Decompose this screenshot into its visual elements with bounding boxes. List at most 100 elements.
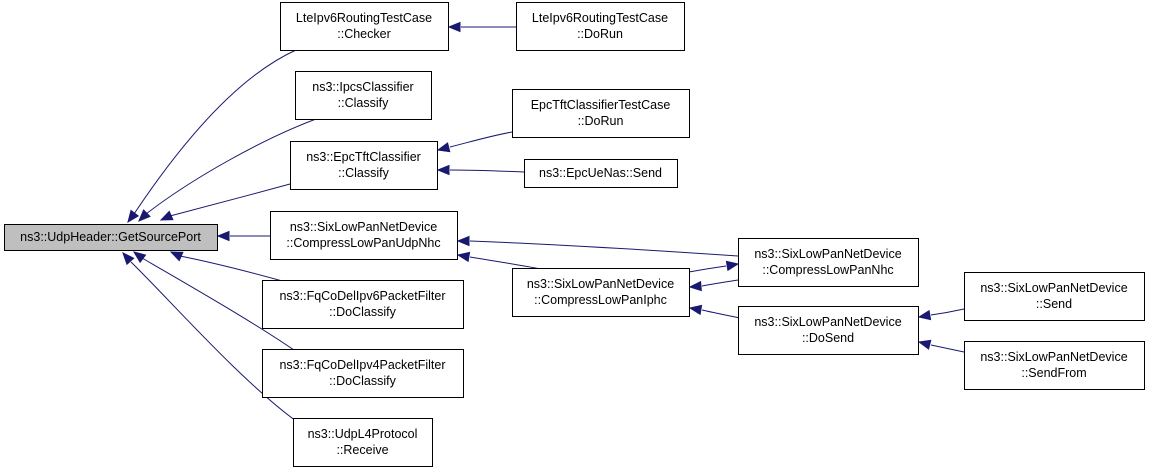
node-label-line: ::DoClassify [329, 305, 396, 319]
arrowhead [216, 230, 230, 242]
node-label-line: ::SendFrom [1021, 366, 1086, 380]
node-box [512, 268, 690, 317]
node-label-line: LteIpv6RoutingTestCase [532, 11, 668, 25]
node-six_dosend[interactable]: ns3::SixLowPanNetDevice::DoSend [738, 306, 919, 355]
node-lte_checker[interactable]: LteIpv6RoutingTestCase::Checker [280, 2, 449, 51]
node-box [524, 159, 678, 188]
arrowhead [917, 339, 932, 350]
node-box [512, 89, 690, 138]
node-label-line: ns3::FqCoDelIpv6PacketFilter [279, 289, 445, 303]
nodes-layer: ns3::UdpHeader::GetSourcePort LteIpv6Rout… [4, 2, 1145, 467]
node-box [270, 211, 458, 260]
edge-line [130, 261, 297, 422]
node-label-line: ns3::SixLowPanNetDevice [527, 277, 674, 291]
node-box [262, 349, 464, 398]
edge-line [701, 279, 739, 287]
node-label-line: LteIpv6RoutingTestCase [296, 11, 432, 25]
edge-line [169, 183, 291, 217]
edge-line [469, 240, 739, 257]
arrowhead [169, 251, 184, 262]
node-box [738, 238, 919, 287]
edge-six_udpnhc-to-root [216, 230, 270, 242]
node-box [738, 306, 919, 355]
edge-six_iphc-to-six_nhc [688, 260, 740, 273]
edge-fq4-to-root [132, 251, 295, 351]
arrowhead [127, 209, 140, 224]
edge-line [469, 256, 542, 270]
node-udpl4[interactable]: ns3::UdpL4Protocol::Receive [293, 418, 433, 467]
edges-layer [122, 21, 965, 422]
arrowhead [122, 252, 135, 266]
edge-epc_uenas-to-epc_tft [436, 164, 525, 176]
edge-lte_dorun-to-lte_checker [447, 21, 516, 33]
edge-six_sendfrom-to-six_dosend [917, 339, 965, 353]
node-label-line: ::DoRun [577, 27, 623, 41]
edge-line [930, 308, 965, 316]
edge-udpl4-to-root [122, 252, 297, 422]
edge-line [179, 255, 287, 283]
node-epc_tft[interactable]: ns3::EpcTftClassifier::Classify [290, 141, 438, 190]
edge-six_nhc-to-six_iphc [688, 279, 739, 292]
node-label-line: ns3::UdpHeader::GetSourcePort [20, 230, 201, 244]
node-label-line: ::DoRun [578, 114, 624, 128]
arrowhead [436, 142, 451, 153]
node-box [964, 272, 1145, 321]
node-box [290, 141, 438, 190]
edge-line [449, 131, 513, 148]
arrowhead [436, 164, 450, 176]
node-label-line: ns3::EpcUeNas::Send [539, 166, 662, 180]
node-label-line: EpcTftClassifierTestCase [531, 98, 671, 112]
node-box [293, 418, 433, 467]
arrowhead [456, 235, 470, 247]
node-six_sendfrom[interactable]: ns3::SixLowPanNetDevice::SendFrom [964, 341, 1145, 390]
node-label-line: ::CompressLowPanNhc [762, 263, 893, 277]
node-box [516, 2, 685, 51]
edge-six_send-to-six_dosend [917, 308, 965, 321]
arrowhead [688, 280, 702, 292]
edge-line [688, 265, 727, 273]
node-box [964, 341, 1145, 390]
edge-lte_checker-to-root [127, 49, 297, 224]
node-label-line: ::Receive [336, 443, 388, 457]
node-label-line: ::Classify [338, 96, 389, 110]
node-label-line: ::Send [1036, 297, 1072, 311]
node-fq6[interactable]: ns3::FqCoDelIpv6PacketFilter::DoClassify [262, 280, 464, 329]
node-label-line: ::DoSend [802, 331, 854, 345]
node-label-line: ns3::SixLowPanNetDevice [980, 281, 1127, 295]
edge-ipcs-to-root [138, 118, 317, 222]
node-box [4, 224, 218, 251]
node-six_udpnhc[interactable]: ns3::SixLowPanNetDevice::CompressLowPanU… [270, 211, 458, 260]
node-box [280, 2, 449, 51]
edge-line [449, 169, 525, 173]
node-six_iphc[interactable]: ns3::SixLowPanNetDevice::CompressLowPanI… [512, 268, 690, 317]
edge-six_nhc-to-six_udpnhc [456, 235, 739, 257]
node-label-line: ns3::IpcsClassifier [312, 80, 413, 94]
node-lte_dorun[interactable]: LteIpv6RoutingTestCase::DoRun [516, 2, 685, 51]
arrowhead [688, 304, 703, 316]
node-label-line: ::Classify [338, 166, 389, 180]
node-label-line: ::CompressLowPanIphc [534, 293, 667, 307]
arrowhead [725, 260, 740, 272]
node-epc_test[interactable]: EpcTftClassifierTestCase::DoRun [512, 89, 690, 138]
edge-six_dosend-to-six_iphc [688, 304, 746, 320]
arrowhead [159, 210, 174, 221]
edge-epc_test-to-epc_tft [436, 131, 513, 153]
node-six_nhc[interactable]: ns3::SixLowPanNetDevice::CompressLowPanN… [738, 238, 919, 287]
node-fq4[interactable]: ns3::FqCoDelIpv4PacketFilter::DoClassify [262, 349, 464, 398]
edge-line [145, 118, 317, 215]
arrowhead [132, 251, 147, 264]
node-label-line: ns3::SixLowPanNetDevice [980, 350, 1127, 364]
node-six_send[interactable]: ns3::SixLowPanNetDevice::Send [964, 272, 1145, 321]
edge-line [133, 49, 297, 215]
node-label-line: ns3::SixLowPanNetDevice [754, 247, 901, 261]
node-label-line: ns3::FqCoDelIpv4PacketFilter [279, 358, 445, 372]
node-label-line: ns3::UdpL4Protocol [308, 427, 418, 441]
arrowhead [447, 21, 461, 33]
node-label-line: ns3::SixLowPanNetDevice [290, 220, 437, 234]
node-ipcs[interactable]: ns3::IpcsClassifier::Classify [295, 71, 432, 120]
node-box [262, 280, 464, 329]
node-label-line: ns3::SixLowPanNetDevice [754, 315, 901, 329]
node-epc_uenas[interactable]: ns3::EpcUeNas::Send [524, 159, 678, 188]
node-label-line: ::Checker [337, 27, 391, 41]
